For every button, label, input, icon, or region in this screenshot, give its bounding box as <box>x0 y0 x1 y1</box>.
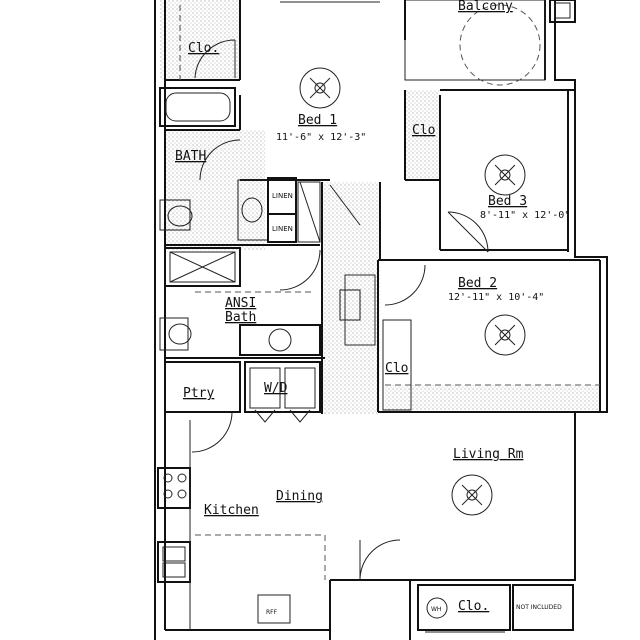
entry-closets <box>417 584 574 633</box>
bath <box>159 87 320 246</box>
dim-bed1: 11'-6" x 12'-3" <box>276 132 366 143</box>
top-left-closet-floor <box>160 0 240 80</box>
label-not-included: NOT INCLUDED <box>516 604 562 611</box>
label-bath: BATH <box>175 149 206 164</box>
bed1-closet-floor <box>405 90 440 180</box>
hallway-floor <box>322 182 380 414</box>
dim-bed2: 12'-11" x 10'-4" <box>448 292 544 303</box>
label-refrigerator: RFF <box>266 609 278 616</box>
label-closet-bed2: Clo <box>385 361 408 376</box>
kitchen <box>157 420 401 630</box>
dim-bed3: 8'-11" x 12'-0" <box>480 210 570 221</box>
hall <box>321 95 441 414</box>
label-washer-dryer: W/D <box>264 381 288 396</box>
label-closet-bed1: Clo. <box>188 41 219 56</box>
ceiling-fan-bed1 <box>299 67 341 109</box>
bed1-walls <box>239 0 440 181</box>
label-closet-bed1-right: Clo <box>412 123 435 138</box>
label-bed2: Bed 2 <box>458 276 497 291</box>
label-linen-top: LINEN <box>272 192 293 200</box>
pantry-wd <box>164 361 321 453</box>
label-dining: Dining <box>276 489 323 504</box>
label-water-heater: WH <box>431 606 441 613</box>
bed1-closet <box>165 5 240 81</box>
label-balcony: Balcony <box>458 0 513 14</box>
ceiling-fan-bed2 <box>484 314 526 356</box>
label-living: Living Rm <box>453 447 524 462</box>
ansi-bath <box>159 247 325 359</box>
label-bed3: Bed 3 <box>488 194 527 209</box>
linen-closets <box>267 177 361 243</box>
label-ansi-bath-1: ANSI <box>225 296 256 311</box>
label-bed1: Bed 1 <box>298 113 337 128</box>
exterior-walls <box>154 0 608 640</box>
label-kitchen: Kitchen <box>204 503 259 518</box>
bed2-closet-floor <box>385 385 600 410</box>
bed2-walls <box>377 259 601 413</box>
label-linen-bottom: LINEN <box>272 225 293 233</box>
ceiling-fan-living <box>451 474 493 516</box>
bath-floor <box>165 130 265 250</box>
ceiling-fan-bed3 <box>484 154 526 196</box>
bed3-walls <box>440 89 568 253</box>
label-ansi-bath-2: Bath <box>225 310 256 325</box>
label-pantry: Ptry <box>183 386 214 401</box>
label-closet-entry: Clo. <box>458 599 489 614</box>
